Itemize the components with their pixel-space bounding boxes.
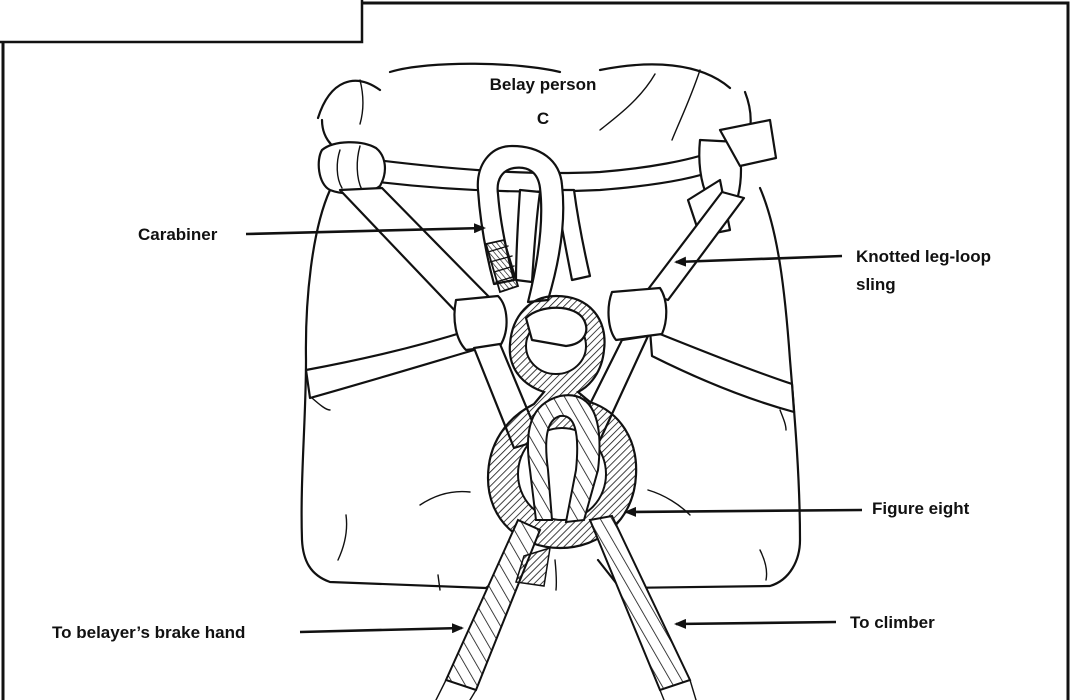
- label-carabiner: Carabiner: [138, 225, 218, 244]
- label-sling-line2: sling: [856, 275, 896, 294]
- diagram-title: Belay person: [490, 75, 597, 94]
- label-sling-line1: Knotted leg-loop: [856, 247, 991, 266]
- diagram-letter: C: [537, 109, 549, 128]
- label-figure-eight: Figure eight: [872, 499, 970, 518]
- label-climber: To climber: [850, 613, 935, 632]
- label-brake-hand: To belayer’s brake hand: [52, 623, 245, 642]
